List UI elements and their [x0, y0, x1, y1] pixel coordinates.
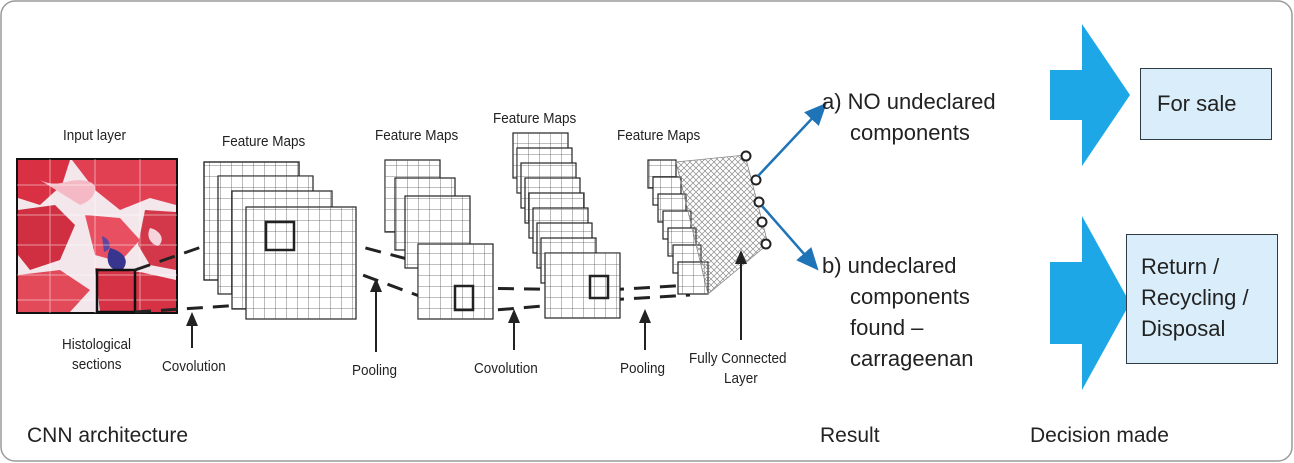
section-decision-made: Decision made [1030, 424, 1169, 447]
result-a-line-1: a) NO undeclared [822, 89, 996, 114]
section-result: Result [820, 424, 880, 447]
decision-arrow-return [1050, 216, 1130, 390]
step-label-pooling-1: Pooling [352, 362, 398, 379]
feature-maps-label-3: Feature Maps [493, 110, 577, 127]
input-layer-label: Input layer [63, 127, 127, 144]
result-arrow-a [757, 102, 827, 177]
result-b-line-4: carrageenan [850, 346, 974, 371]
feature-maps-4 [647, 159, 709, 295]
histological-label-1: Histological [62, 336, 132, 353]
step-arrows [186, 250, 747, 352]
decision-return-line-2: Recycling / [1141, 285, 1249, 310]
result-b-line-2: components [850, 284, 970, 309]
fully-connected-label-2: Layer [724, 370, 758, 387]
decision-return-line-1: Return / [1141, 254, 1220, 279]
feature-maps-label-2: Feature Maps [375, 127, 459, 144]
decision-arrow-sale [1050, 24, 1130, 166]
result-b-line-3: found – [850, 315, 924, 340]
decision-sale-label: For sale [1157, 91, 1237, 116]
feature-maps-label-4: Feature Maps [617, 127, 701, 144]
input-layer-image [16, 158, 178, 314]
feature-maps-2 [384, 159, 494, 320]
feature-maps-1 [203, 161, 357, 320]
step-label-convolution-2: Covolution [474, 360, 538, 377]
decision-box-sale: For sale [1140, 68, 1272, 140]
decision-box-return: Return / Recycling / Disposal [1126, 234, 1278, 364]
result-arrow-b [761, 205, 819, 271]
feature-maps-3 [512, 132, 621, 319]
histological-label-2: sections [72, 356, 122, 373]
feature-maps-label-1: Feature Maps [222, 133, 306, 150]
section-cnn-architecture: CNN architecture [27, 424, 189, 447]
result-a-line-2: components [850, 120, 970, 145]
result-b-line-1: b) undeclared [822, 253, 957, 278]
step-label-convolution-1: Covolution [162, 358, 226, 375]
decision-return-line-3: Disposal [1141, 316, 1226, 341]
step-label-pooling-2: Pooling [620, 360, 666, 377]
fully-connected-label-1: Fully Connected [689, 350, 787, 367]
